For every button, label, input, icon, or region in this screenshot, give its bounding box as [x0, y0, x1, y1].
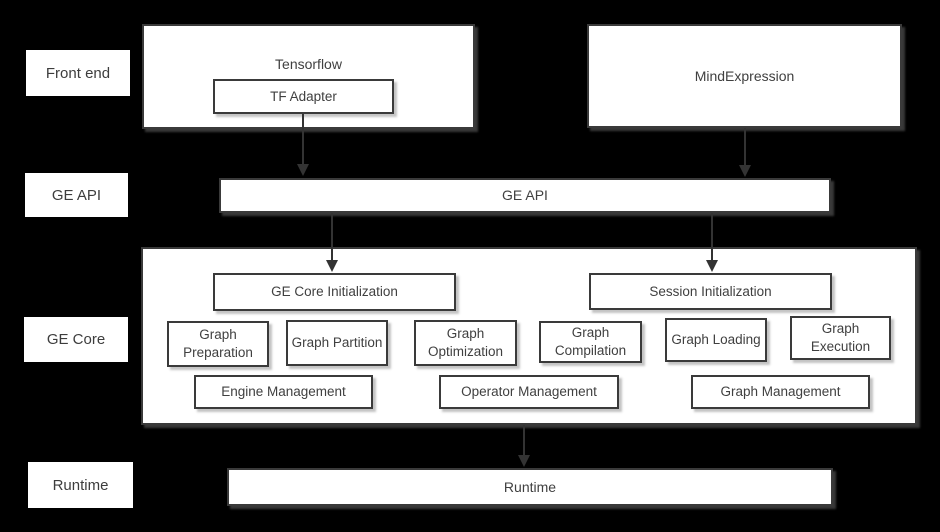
tensorflow-title: Tensorflow — [275, 56, 342, 72]
row-label-ge-core: GE Core — [24, 317, 128, 362]
tf-adapter-box: TF Adapter — [213, 79, 394, 114]
ge-core-initialization-box: GE Core Initialization — [213, 273, 456, 311]
arrow-shaft — [523, 425, 525, 457]
graph-execution-box: Graph Execution — [790, 316, 891, 360]
row-label-runtime: Runtime — [28, 462, 133, 508]
runtime-bar: Runtime — [227, 468, 833, 506]
arrow-head-icon — [739, 165, 751, 177]
operator-management-box: Operator Management — [439, 375, 619, 409]
arrow-head-icon — [706, 260, 718, 272]
row-label-ge-api: GE API — [25, 173, 128, 217]
session-initialization-box: Session Initialization — [589, 273, 832, 310]
graph-partition-box: Graph Partition — [286, 320, 388, 366]
graph-compilation-box: Graph Compilation — [539, 321, 642, 363]
engine-management-box: Engine Management — [194, 375, 373, 409]
row-label-front-end: Front end — [26, 50, 130, 96]
arrow-ge-api-to-ge-core-init — [326, 213, 338, 272]
arrow-head-icon — [518, 455, 530, 467]
graph-preparation-box: Graph Preparation — [167, 321, 269, 367]
arrow-shaft — [302, 114, 304, 166]
arrow-shaft — [744, 128, 746, 167]
graph-management-box: Graph Management — [691, 375, 870, 409]
ge-api-bar: GE API — [219, 178, 831, 213]
arrow-head-icon — [326, 260, 338, 272]
arrow-tf-adapter-to-ge-api — [297, 114, 309, 176]
arrow-ge-core-to-runtime — [518, 425, 530, 467]
graph-optimization-box: Graph Optimization — [414, 320, 517, 366]
arrow-ge-api-to-session-init — [706, 213, 718, 272]
mindexpression-box: MindExpression — [587, 24, 902, 128]
arrow-mindexpression-to-ge-api — [739, 128, 751, 177]
graph-loading-box: Graph Loading — [665, 318, 767, 362]
arrow-shaft — [331, 213, 333, 262]
arrow-shaft — [711, 213, 713, 262]
arrow-head-icon — [297, 164, 309, 176]
